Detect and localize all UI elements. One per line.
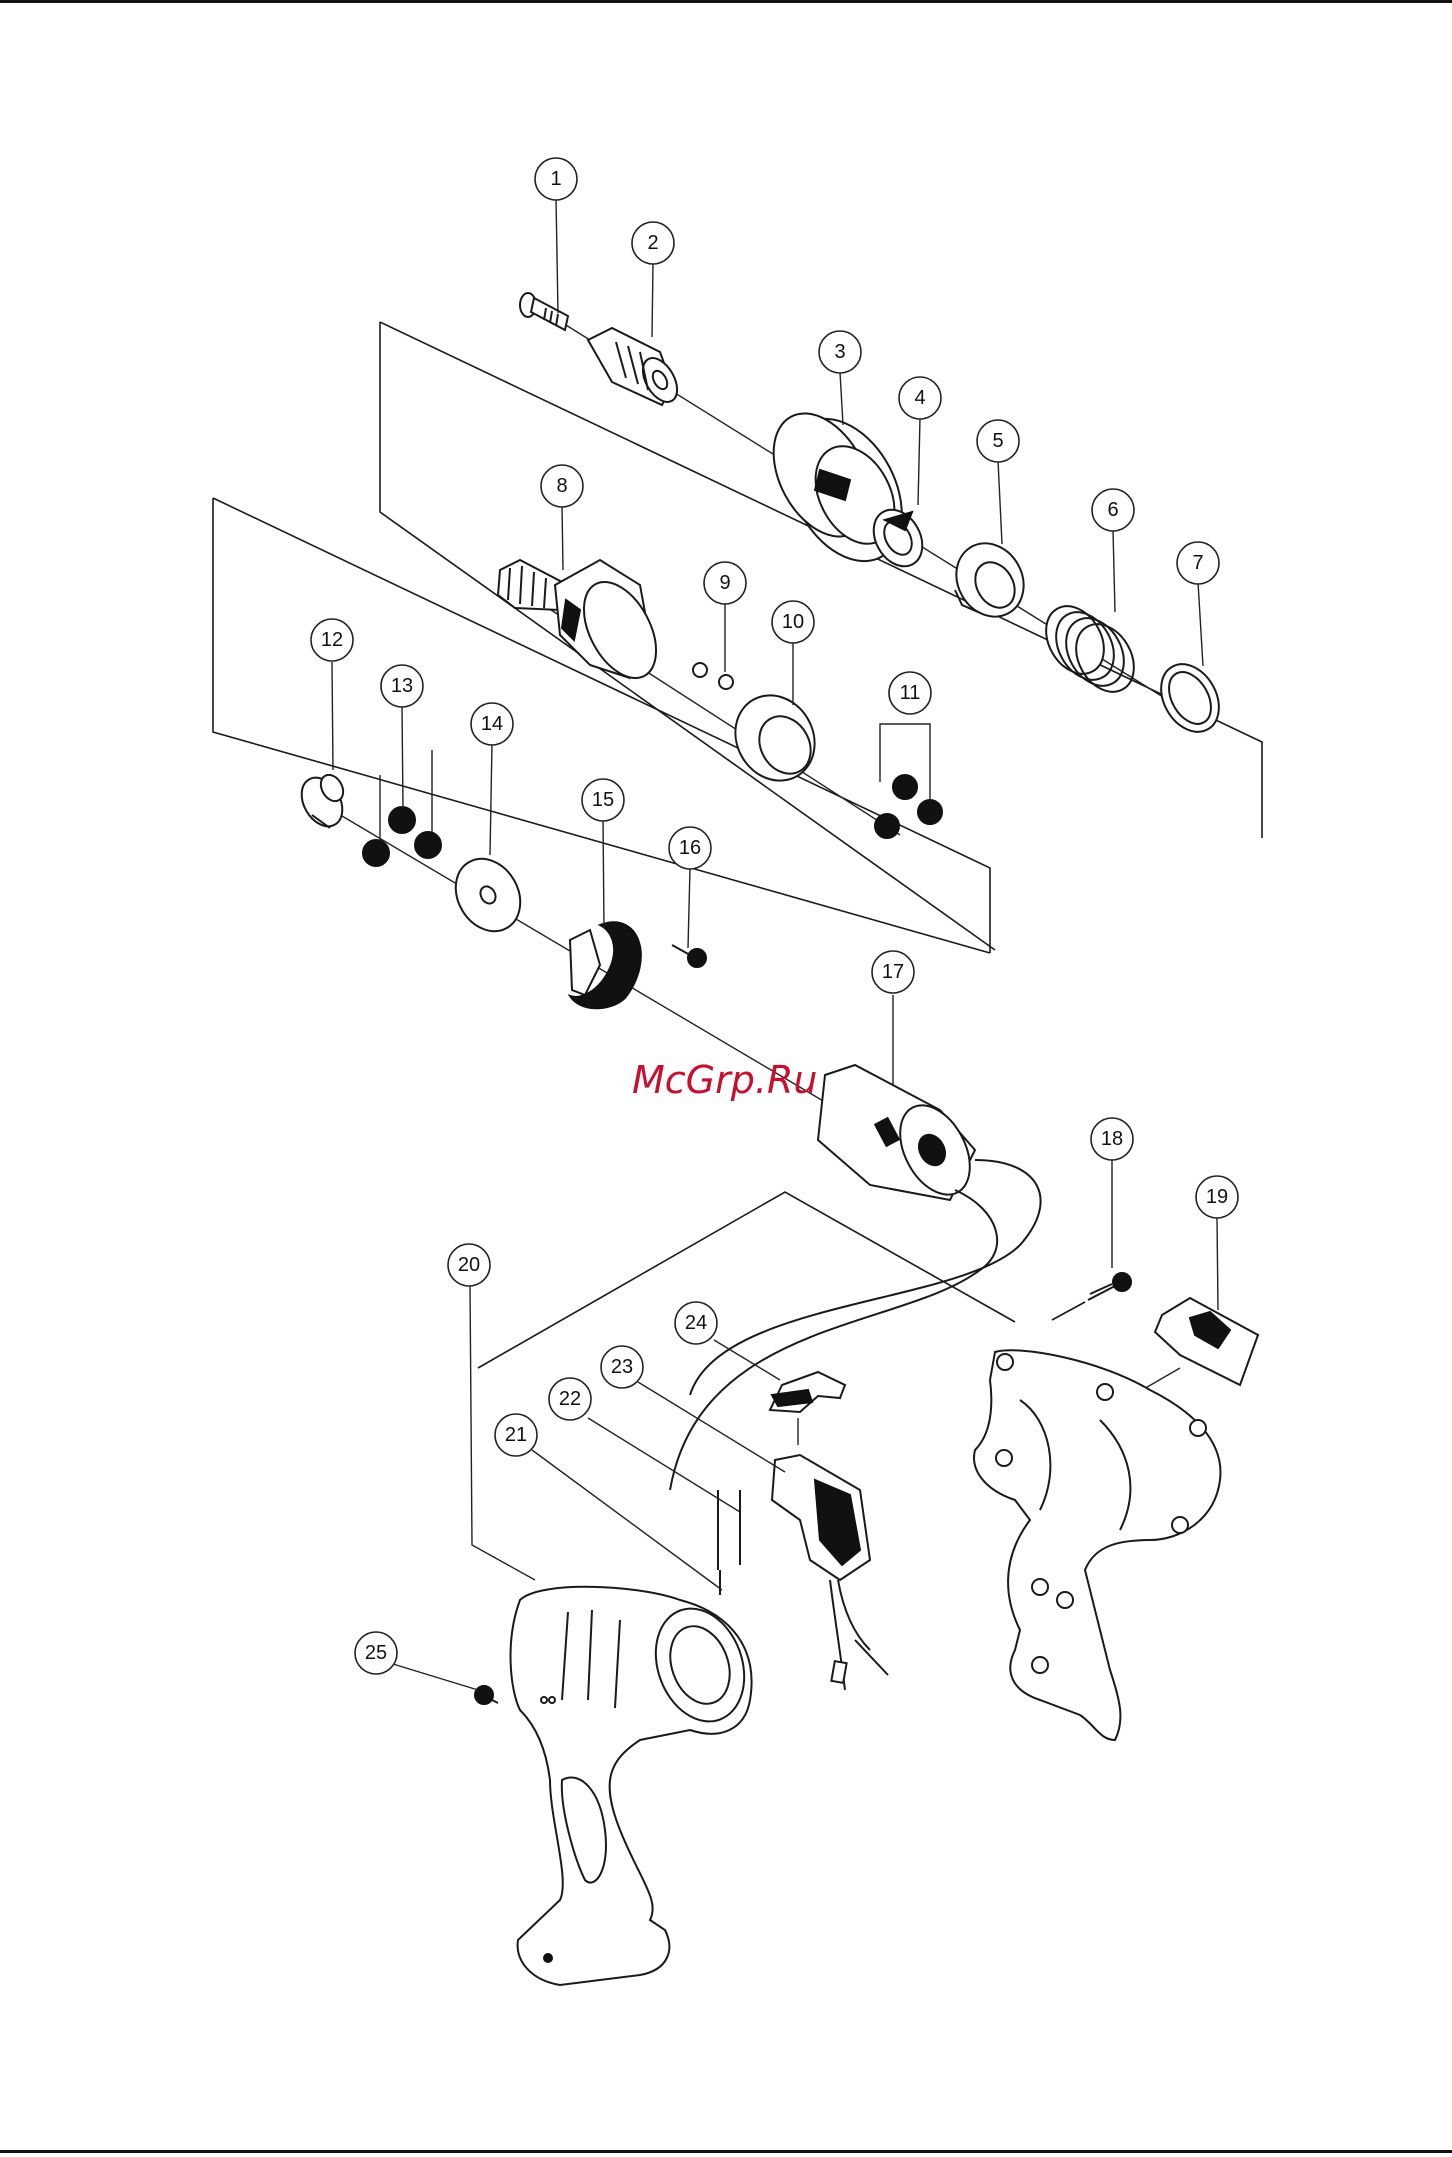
part-retaining-ring — [1149, 654, 1230, 742]
callout-14: 14 — [471, 703, 513, 745]
svg-text:19: 19 — [1206, 1186, 1228, 1208]
part-spring — [1034, 596, 1145, 702]
callout-22: 22 — [549, 1378, 591, 1420]
part-keyless-chuck — [588, 328, 684, 408]
callout-11: 11 — [889, 672, 931, 714]
part-ring-gear — [720, 681, 830, 795]
svg-text:22: 22 — [559, 1388, 581, 1410]
svg-text:23: 23 — [611, 1356, 633, 1378]
part-small-screw — [672, 945, 706, 967]
part-lever — [770, 1372, 845, 1445]
group-bracket-housing — [478, 1192, 1015, 1368]
svg-text:20: 20 — [458, 1254, 480, 1276]
svg-text:21: 21 — [505, 1424, 527, 1446]
svg-text:25: 25 — [365, 1642, 387, 1664]
svg-text:24: 24 — [685, 1312, 707, 1334]
callout-1: 1 — [535, 158, 577, 200]
callout-12: 12 — [311, 619, 353, 661]
watermark: McGrp.Ru — [632, 1058, 817, 1102]
callout-21: 21 — [495, 1414, 537, 1456]
svg-text:12: 12 — [321, 629, 343, 651]
part-trigger-switch — [772, 1455, 888, 1690]
svg-text:13: 13 — [391, 675, 413, 697]
svg-text:17: 17 — [882, 961, 904, 983]
callout-3: 3 — [819, 331, 861, 373]
part-ball-d — [389, 807, 415, 833]
callout-7: 7 — [1177, 542, 1219, 584]
svg-text:15: 15 — [592, 789, 614, 811]
callout-5: 5 — [977, 420, 1019, 462]
part-housing-left — [511, 1587, 760, 1985]
callout-15: 15 — [582, 779, 624, 821]
part-gear-case — [498, 560, 671, 690]
part-housing-screw — [1088, 1273, 1131, 1300]
part-ball-f — [363, 840, 389, 866]
callout-17: 17 — [872, 951, 914, 993]
callout-20: 20 — [448, 1244, 490, 1286]
part-housing-right — [974, 1350, 1220, 1740]
callout-8: 8 — [541, 465, 583, 507]
callout-13: 13 — [381, 665, 423, 707]
callout-10: 10 — [772, 601, 814, 643]
svg-text:11: 11 — [900, 682, 921, 704]
part-steel-ball-a — [693, 663, 707, 677]
svg-text:1: 1 — [550, 168, 561, 190]
svg-text:5: 5 — [992, 430, 1003, 452]
svg-text:16: 16 — [679, 837, 701, 859]
svg-text:10: 10 — [782, 611, 804, 633]
part-washer — [443, 847, 533, 943]
svg-text:8: 8 — [556, 475, 567, 497]
callout-6: 6 — [1092, 489, 1134, 531]
housing-bracket-tick — [1052, 1302, 1085, 1320]
part-forward-reverse-switch — [1142, 1298, 1258, 1390]
part-ball-b — [918, 800, 942, 824]
callout-23: 23 — [601, 1346, 643, 1388]
part-planet-carrier — [293, 770, 350, 833]
callout-19: 19 — [1196, 1176, 1238, 1218]
callout-4: 4 — [899, 377, 941, 419]
part-ball-c — [875, 814, 899, 838]
part-screw-25 — [475, 1686, 498, 1704]
callout-16: 16 — [669, 827, 711, 869]
svg-text:3: 3 — [834, 341, 845, 363]
callout-9: 9 — [704, 562, 746, 604]
part-screw — [520, 293, 568, 330]
svg-text:2: 2 — [647, 232, 658, 254]
svg-text:18: 18 — [1101, 1128, 1123, 1150]
svg-text:4: 4 — [914, 387, 925, 409]
svg-text:9: 9 — [719, 572, 730, 594]
part-ball-e — [415, 832, 441, 858]
part-ball-a — [893, 775, 917, 799]
callout-25: 25 — [355, 1632, 397, 1674]
part-collar — [943, 531, 1036, 629]
part-steel-ball-b — [719, 675, 733, 689]
part-pinion-ring — [570, 922, 641, 1008]
part-motor — [670, 1065, 1041, 1490]
svg-text:14: 14 — [481, 713, 503, 735]
callout-2: 2 — [632, 222, 674, 264]
svg-text:7: 7 — [1192, 552, 1203, 574]
svg-text:6: 6 — [1107, 499, 1118, 521]
callout-18: 18 — [1091, 1118, 1133, 1160]
callout-24: 24 — [675, 1302, 717, 1344]
